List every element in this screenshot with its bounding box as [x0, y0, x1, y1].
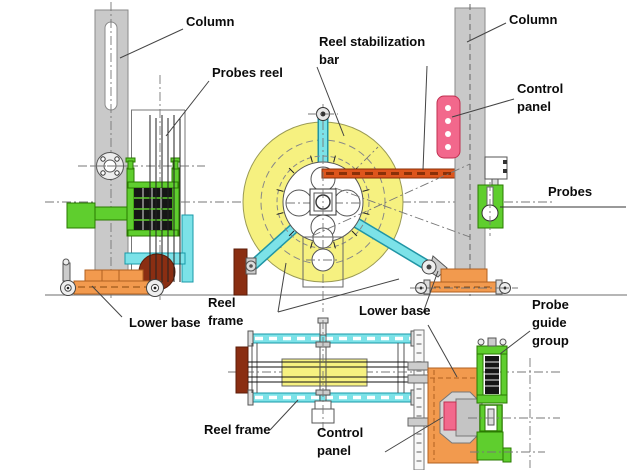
label-lower-base-center: Lower base	[359, 303, 431, 318]
front-view	[233, 104, 456, 312]
stabilization-bar-shape	[321, 168, 456, 179]
label-probes: Probes	[548, 184, 593, 199]
top-pivot	[308, 107, 338, 121]
label-reel-stabilization-bar: Reel stabilization bar	[319, 34, 426, 68]
label-lower-base-left: Lower base	[129, 315, 201, 330]
caster-bracket	[62, 258, 71, 282]
frame-connector	[311, 317, 335, 432]
label-reel-frame-left: Reel frame	[208, 295, 244, 329]
probes-box	[477, 182, 504, 236]
projection-line-2	[311, 163, 471, 237]
base-top-view	[427, 337, 560, 468]
leader-lines	[91, 22, 531, 453]
motor-block-top-view	[455, 398, 483, 437]
label-column-left: Column	[186, 14, 235, 29]
lower-base-right-shape	[410, 268, 518, 295]
label-probe-guide-group: Probe guide group	[532, 297, 569, 349]
wheel-rear	[146, 279, 164, 297]
probes-reel-side	[125, 109, 186, 280]
left-arm-bracket	[233, 248, 257, 296]
control-panel-shape	[436, 95, 461, 159]
label-control-panel-bottom: Control panel	[317, 425, 364, 459]
tension-box	[302, 236, 344, 288]
stop-bar-top-view	[235, 346, 249, 394]
right-side-view	[311, 4, 626, 296]
reel-frame-top-view	[228, 317, 560, 470]
probe-wires	[149, 115, 181, 282]
left-side-view	[60, 2, 205, 300]
probe-lines-top-view	[248, 361, 425, 383]
label-column-right: Column	[509, 12, 558, 27]
control-panel-buttons	[445, 105, 451, 150]
hub-circle-ticks	[276, 155, 370, 249]
wheel-front	[60, 280, 76, 296]
guide-coil	[485, 356, 499, 394]
label-reel-frame-bottom: Reel frame	[204, 422, 271, 437]
probe-guide-group-shape	[476, 337, 512, 463]
column-bracket	[484, 156, 508, 188]
projection-line-1	[334, 187, 471, 238]
control-panel-top-view	[443, 401, 457, 431]
label-probes-reel: Probes reel	[212, 65, 283, 80]
label-control-panel-right: Control panel	[517, 81, 564, 115]
